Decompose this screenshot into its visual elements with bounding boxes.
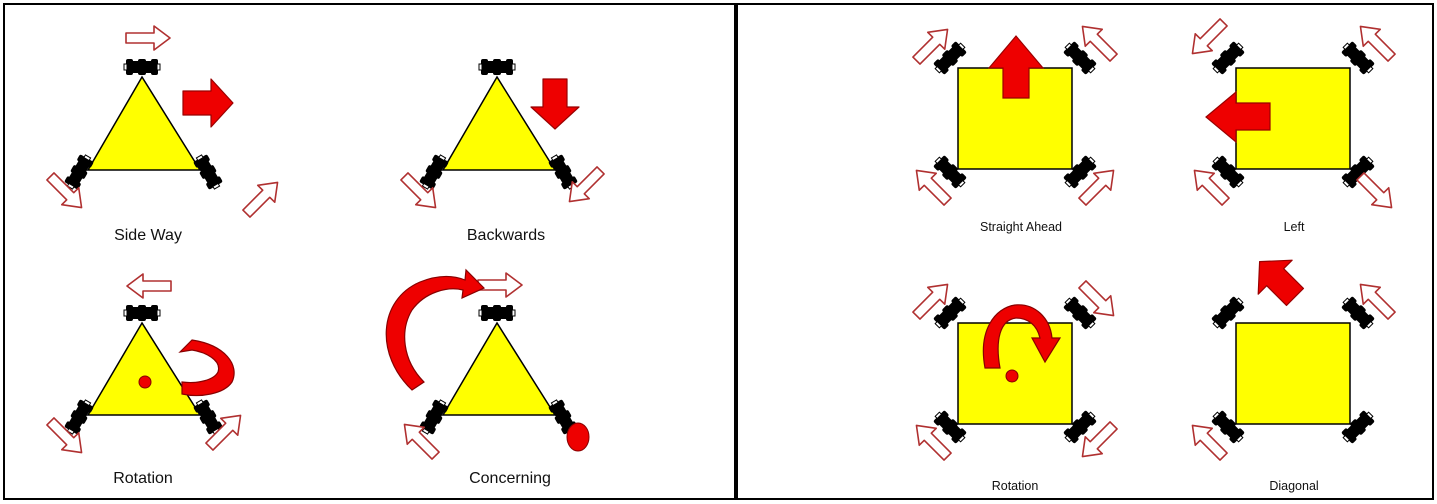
caption-concerning: Concerning — [469, 470, 551, 487]
four-wheel-panel — [736, 3, 1434, 500]
left-diagram — [1183, 13, 1401, 217]
caption-rotation: Rotation — [113, 470, 173, 487]
outline-arrow-icon — [477, 272, 523, 298]
caption-side-way: Side Way — [114, 227, 182, 244]
rotation-arrow-icon — [178, 339, 235, 397]
diagonal-diagram — [1183, 244, 1401, 466]
tri-rotation-diagram — [41, 273, 250, 462]
straight-ahead-diagram — [907, 17, 1123, 211]
sq-rotation-diagram — [907, 275, 1123, 466]
solid-arrow-icon — [530, 78, 580, 130]
caption-straight-ahead: Straight Ahead — [979, 220, 1063, 234]
side-way-diagram — [41, 25, 287, 223]
caption-diagonal: Diagonal — [1269, 479, 1319, 493]
outline-arrow-icon — [125, 25, 171, 51]
rotation-arrow-icon — [982, 304, 1062, 369]
three-wheel-panel — [3, 3, 736, 500]
solid-arrow-icon — [1205, 90, 1271, 144]
outline-arrow-icon — [237, 173, 287, 223]
caption-left: Left — [1283, 220, 1305, 234]
solid-arrow-icon — [987, 35, 1045, 99]
curved-arrow-icon — [385, 268, 486, 391]
solid-arrow-icon — [182, 78, 234, 128]
concerning-diagram — [385, 268, 590, 465]
outline-arrow-icon — [126, 273, 172, 299]
solid-arrow-icon — [1242, 244, 1313, 315]
backwards-diagram — [395, 58, 610, 217]
caption-backwards: Backwards — [466, 227, 546, 244]
caption-sq-rotation: Rotation — [991, 479, 1039, 493]
